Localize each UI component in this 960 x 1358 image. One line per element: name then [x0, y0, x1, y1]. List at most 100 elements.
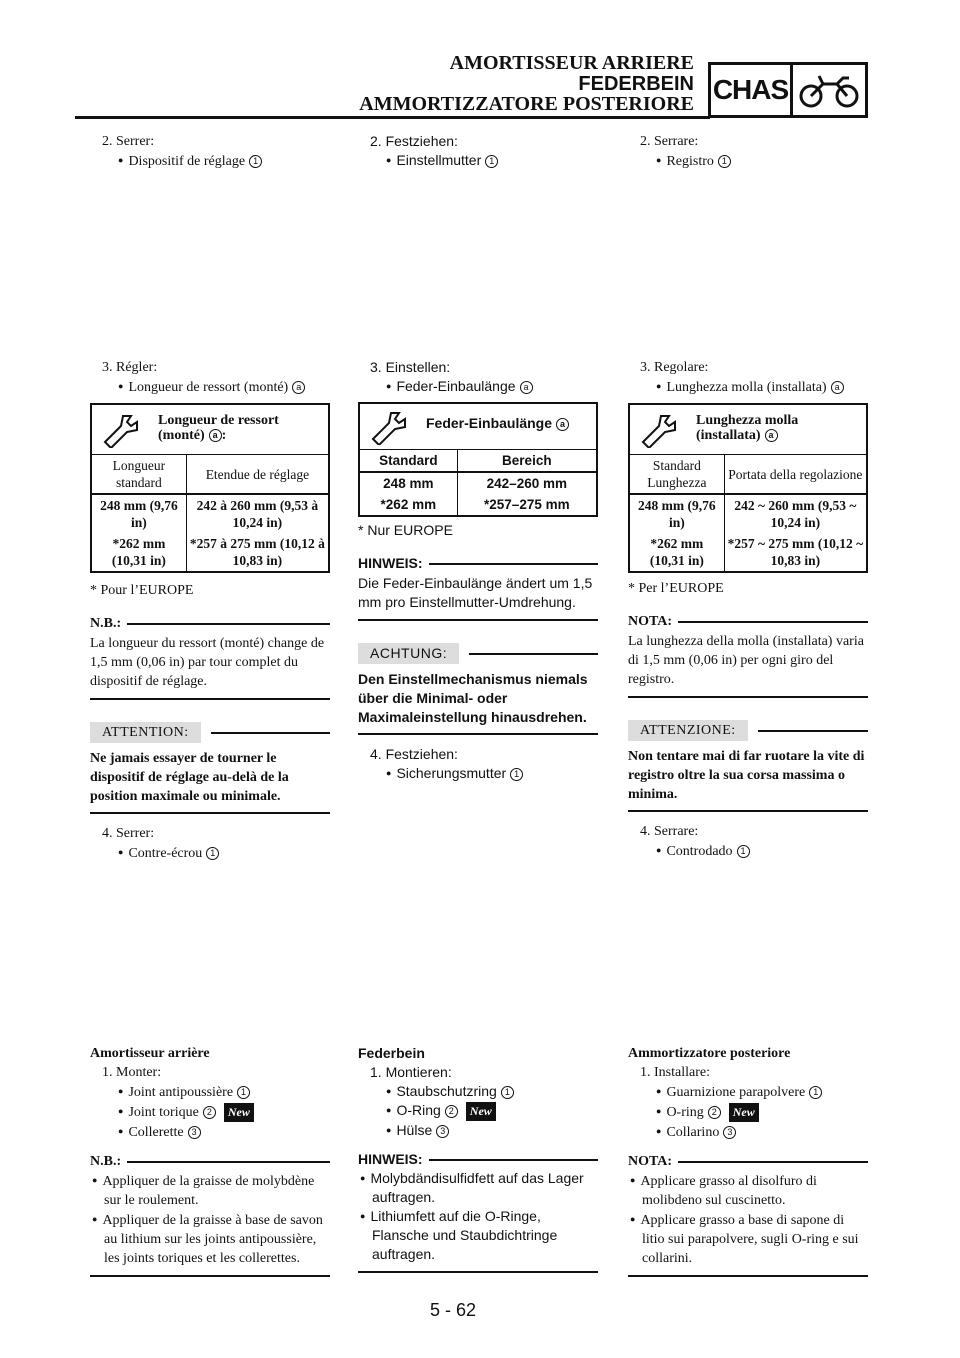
new-badge: New [728, 1103, 759, 1122]
de-col-range: Bereich [456, 450, 596, 473]
de-warning: ACHTUNG: Den Einstellmechanismus niemals… [358, 643, 598, 735]
ref-marker: 3 [723, 1126, 737, 1139]
it-warning: ATTENZIONE: Non tentare mai di far ruota… [628, 720, 868, 812]
it-spec-title-text: Lunghezza molla (installata) [696, 413, 799, 443]
fr-spec-table: Longueur de ressort (monté)a: Longueur s… [90, 403, 330, 573]
it-step-2-title: 2. Serrare: [640, 134, 699, 149]
de-warning-title: ACHTUNG: [358, 643, 460, 664]
it-col-standard: Standard Lunghezza [630, 455, 725, 495]
de-warning-text: Den Einstellmechanismus niemals über die… [358, 671, 588, 725]
de-note-2: HINWEIS: Molybdändisulfidfett auf das La… [358, 1150, 598, 1273]
de-note-text: Die Feder-Einbaulänge ändert um 1,5 mm p… [358, 575, 593, 610]
it-step-3: 3. Regolare: Lunghezza molla (installata… [628, 358, 868, 397]
ref-marker: a [519, 381, 533, 394]
header-title-it: AMMORTIZZATORE POSTERIORE [359, 93, 694, 115]
it-spec-table: Lunghezza molla (installata)a Standard L… [628, 403, 868, 573]
de-section-title: Federbein [358, 1045, 425, 1061]
it-note-2-title: NOTA: [628, 1154, 673, 1169]
wrench-spec-icon [360, 404, 422, 449]
fr-row1-range: 242 à 260 mm (9,53 à 10,24 in) [185, 494, 328, 533]
ref-marker: 1 [249, 155, 263, 168]
section-badge: CHAS [708, 62, 868, 118]
fr-row2-standard: *262 mm (10,31 in) [111, 536, 166, 568]
fr-install-item-2-text: Joint torique [128, 1105, 199, 1120]
header-title-de: FEDERBEIN [578, 73, 694, 95]
ref-marker: 1 [736, 845, 750, 858]
section-label: CHAS [711, 65, 793, 115]
de-step-4-title: 4. Festziehen: [370, 746, 458, 762]
ref-marker: a [292, 381, 306, 394]
it-spec-title: Lunghezza molla (installata)a [692, 405, 866, 454]
fr-step-3-item: Longueur de ressort (monté)a [102, 377, 330, 397]
column-it-adjust: 3. Regolare: Lunghezza molla (installata… [628, 358, 868, 861]
it-install-title: 1. Installare: [640, 1065, 710, 1080]
it-note: NOTA: La lunghezza della molla (installa… [628, 612, 868, 698]
fr-warning: ATTENTION: Ne jamais essayer de tourner … [90, 722, 330, 814]
it-step-2-item-text: Registro [666, 154, 714, 169]
fr-install-title: 1. Monter: [102, 1065, 162, 1080]
fr-warning-text: Ne jamais essayer de tourner le disposit… [90, 751, 289, 804]
it-row1-range: 242 ~ 260 mm (9,53 ~ 10,24 in) [723, 494, 866, 533]
it-step-4-item-text: Controdado [666, 844, 733, 859]
it-note-text: La lunghezza della molla (installata) va… [628, 634, 864, 687]
page-number: 5 - 62 [430, 1300, 477, 1320]
fr-footnote: * Pour l’EUROPE [90, 583, 194, 598]
wrench-spec-icon [92, 405, 154, 454]
de-step-4-item-text: Sicherungsmutter [396, 765, 507, 781]
column-fr-install: Amortisseur arrière 1. Monter: Joint ant… [90, 1044, 330, 1277]
fr-note-2: N.B.: Appliquer de la graisse de molybdè… [90, 1152, 330, 1277]
ref-marker: 2 [202, 1106, 216, 1119]
fr-note-2-item-2: Appliquer de la graisse à base de savon … [90, 1210, 330, 1268]
de-row1-standard: 248 mm [383, 476, 434, 491]
it-note-title: NOTA: [628, 614, 673, 629]
fr-note-2-title: N.B.: [90, 1154, 122, 1169]
ref-marker: 3 [436, 1125, 450, 1138]
ref-marker: a [556, 418, 570, 431]
page-header: AMORTISSEUR ARRIERE FEDERBEIN AMMORTIZZA… [0, 0, 960, 120]
column-de-install: Federbein 1. Montieren: Staubschutzring1… [358, 1044, 598, 1273]
de-spec-title-text: Feder-Einbaulänge [426, 415, 553, 431]
de-col-standard: Standard [360, 450, 458, 473]
it-note-2-item-2: Applicare grasso a base di sapone di lit… [628, 1210, 868, 1268]
wrench-spec-icon [630, 405, 692, 454]
ref-marker: 1 [237, 1086, 251, 1099]
it-row2-range: *257 ~ 275 mm (10,12 ~ 10,83 in) [723, 533, 866, 571]
ref-marker: a [208, 429, 222, 442]
de-step-3-title: 3. Einstellen: [370, 359, 451, 375]
it-note-2-item-1: Applicare grasso al disolfuro di molibde… [628, 1171, 868, 1210]
fr-note-2-item-1: Appliquer de la graisse de molybdène sur… [90, 1171, 330, 1210]
ref-marker: 1 [809, 1086, 823, 1099]
de-row1-range: 242–260 mm [456, 472, 596, 494]
fr-install-item-3-text: Collerette [128, 1125, 184, 1140]
fr-step-2-title: 2. Serrer: [102, 134, 155, 149]
it-step-4-title: 4. Serrare: [640, 824, 699, 839]
de-step-3-item-text: Feder-Einbaulänge [396, 378, 516, 394]
ref-marker: 2 [444, 1105, 458, 1118]
fr-spec-title-text: Longueur de ressort (monté) [158, 413, 279, 443]
fr-col-range: Etendue de réglage [185, 455, 328, 495]
header-rule [75, 116, 710, 119]
de-install-item-2-text: O-Ring [396, 1102, 441, 1118]
fr-spec-colon: : [221, 428, 227, 443]
